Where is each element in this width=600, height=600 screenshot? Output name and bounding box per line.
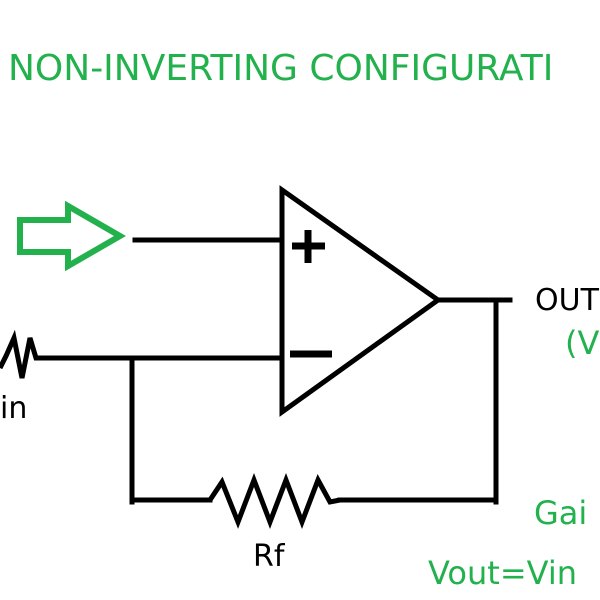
rin-label: in <box>0 391 27 426</box>
rf-resistor <box>207 472 341 530</box>
diagram-title: NON-INVERTING CONFIGURATI <box>8 48 553 89</box>
rin-resistor <box>0 329 44 379</box>
gain-label: Gai <box>534 494 587 532</box>
input-arrow-icon <box>17 200 127 272</box>
opamp-triangle <box>279 185 443 417</box>
rf-label: Rf <box>253 539 286 574</box>
output-label: OUT <box>535 283 600 318</box>
plus-sign <box>292 230 325 263</box>
output-voltage-label: (V <box>565 324 599 362</box>
gain-formula: Vout=Vin <box>428 554 577 592</box>
